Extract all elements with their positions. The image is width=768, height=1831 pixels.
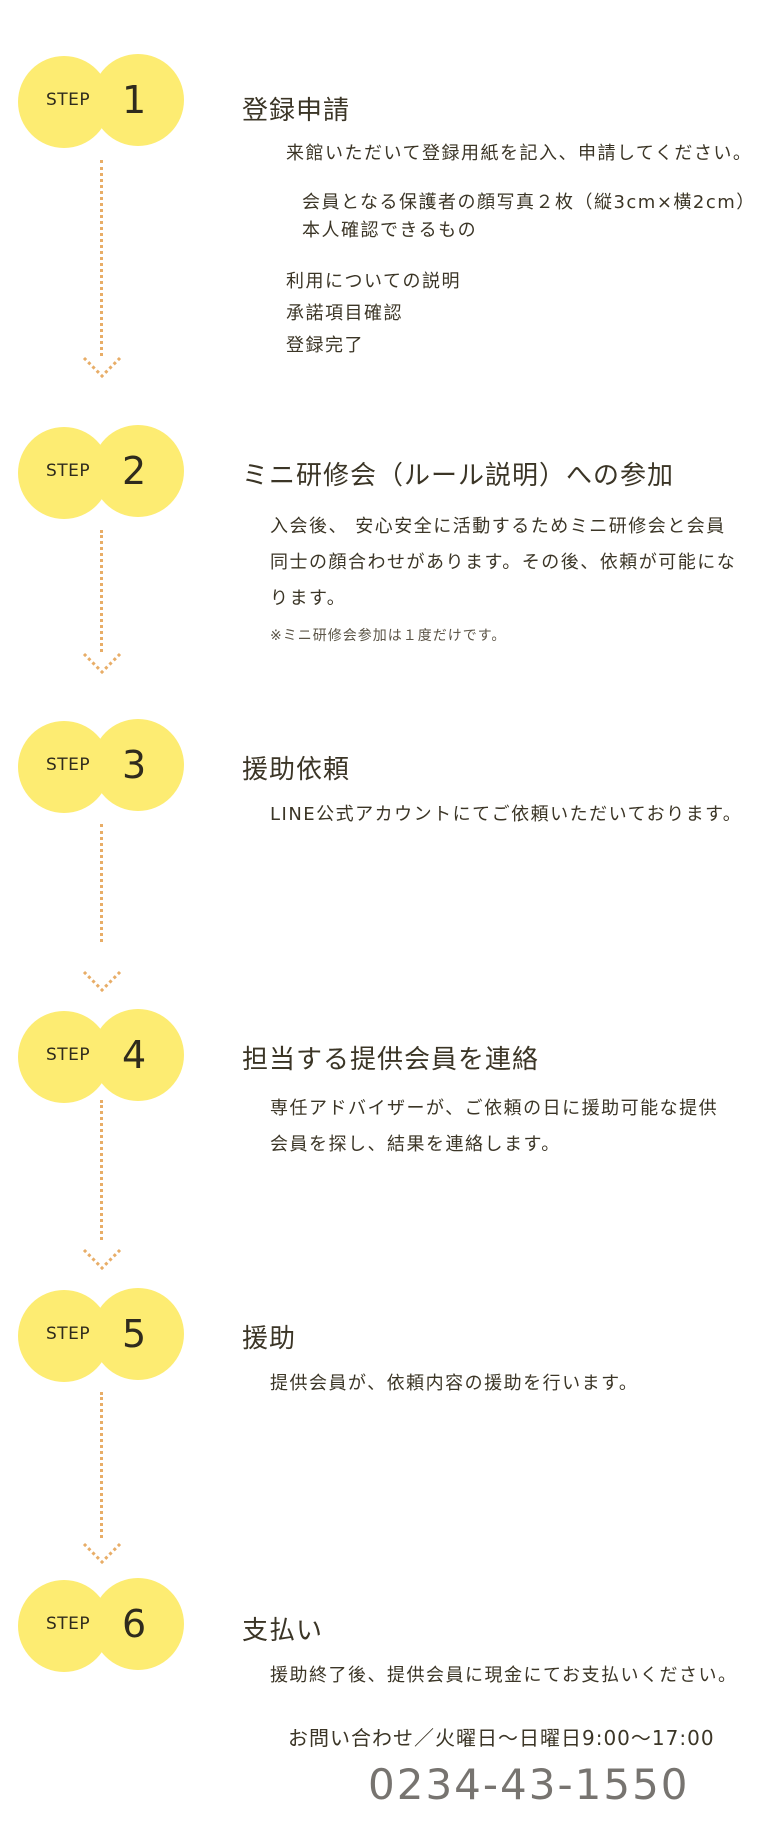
phone-number[interactable]: 0234-43-1550 [368, 1760, 690, 1809]
step-description: LINE公式アカウントにてご依頼いただいております。 [270, 804, 743, 825]
step-label: STEP [46, 461, 91, 481]
step-number: 4 [122, 1033, 147, 1077]
down-arrow-icon [82, 652, 122, 674]
step-note: ※ミニ研修会参加は１度だけです。 [270, 628, 507, 644]
requirement-item: 会員となる保護者の顔写真２枚（縦3cm×横2cm） [302, 192, 756, 213]
connector-dotted-line [100, 824, 103, 942]
step-title: 援助依頼 [242, 755, 351, 785]
step-badge: STEP 3 [18, 719, 186, 815]
down-arrow-icon [82, 356, 122, 378]
connector-dotted-line [100, 160, 103, 356]
down-arrow-icon [82, 1542, 122, 1564]
step-badge: STEP 6 [18, 1578, 186, 1674]
contact-hours: お問い合わせ／火曜日～日曜日9:00～17:00 [288, 1726, 715, 1750]
badge-blob-right [92, 1578, 184, 1670]
step-number: 5 [122, 1312, 147, 1356]
step-badge: STEP 1 [18, 54, 186, 150]
badge-blob-right [92, 1009, 184, 1101]
step-description: 来館いただいて登録用紙を記入、申請してください。 [286, 143, 753, 164]
badge-blob-right [92, 425, 184, 517]
step-description: 提供会員が、依頼内容の援助を行います。 [270, 1373, 639, 1394]
step-description-line: 会員を探し、結果を連絡します。 [270, 1134, 561, 1155]
badge-blob-right [92, 719, 184, 811]
step-label: STEP [46, 1324, 91, 1344]
step-number: 3 [122, 743, 147, 787]
connector-dotted-line [100, 1392, 103, 1538]
step-label: STEP [46, 1045, 91, 1065]
step-label: STEP [46, 90, 91, 110]
badge-blob-right [92, 54, 184, 146]
step-description: 援助終了後、提供会員に現金にてお支払いください。 [270, 1665, 738, 1686]
step-number: 2 [122, 449, 147, 493]
badge-blob-right [92, 1288, 184, 1380]
process-item: 利用についての説明 [286, 271, 461, 292]
step-badge: STEP 2 [18, 425, 186, 521]
step-description-line: 同士の顔合わせがあります。その後、依頼が可能にな [270, 552, 737, 573]
step-title: 援助 [242, 1324, 297, 1354]
step-badge: STEP 5 [18, 1288, 186, 1384]
step-description-line: 入会後、 安心安全に活動するためミニ研修会と会員 [270, 516, 726, 537]
connector-dotted-line [100, 1100, 103, 1240]
step-description-line: 専任アドバイザーが、ご依頼の日に援助可能な提供 [270, 1098, 719, 1119]
down-arrow-icon [82, 970, 122, 992]
requirement-item: 本人確認できるもの [302, 220, 478, 241]
step-title: 登録申請 [242, 96, 351, 126]
step-description-line: ります。 [270, 588, 347, 609]
step-title: 支払い [242, 1616, 324, 1646]
step-badge: STEP 4 [18, 1009, 186, 1105]
step-label: STEP [46, 755, 91, 775]
down-arrow-icon [82, 1248, 122, 1270]
process-item: 承諾項目確認 [286, 303, 403, 324]
step-label: STEP [46, 1614, 91, 1634]
step-number: 6 [122, 1602, 147, 1646]
step-number: 1 [122, 78, 147, 122]
step-title: 担当する提供会員を連絡 [242, 1045, 540, 1075]
process-item: 登録完了 [286, 335, 364, 356]
step-title: ミニ研修会（ルール説明）への参加 [242, 461, 675, 491]
connector-dotted-line [100, 530, 103, 652]
